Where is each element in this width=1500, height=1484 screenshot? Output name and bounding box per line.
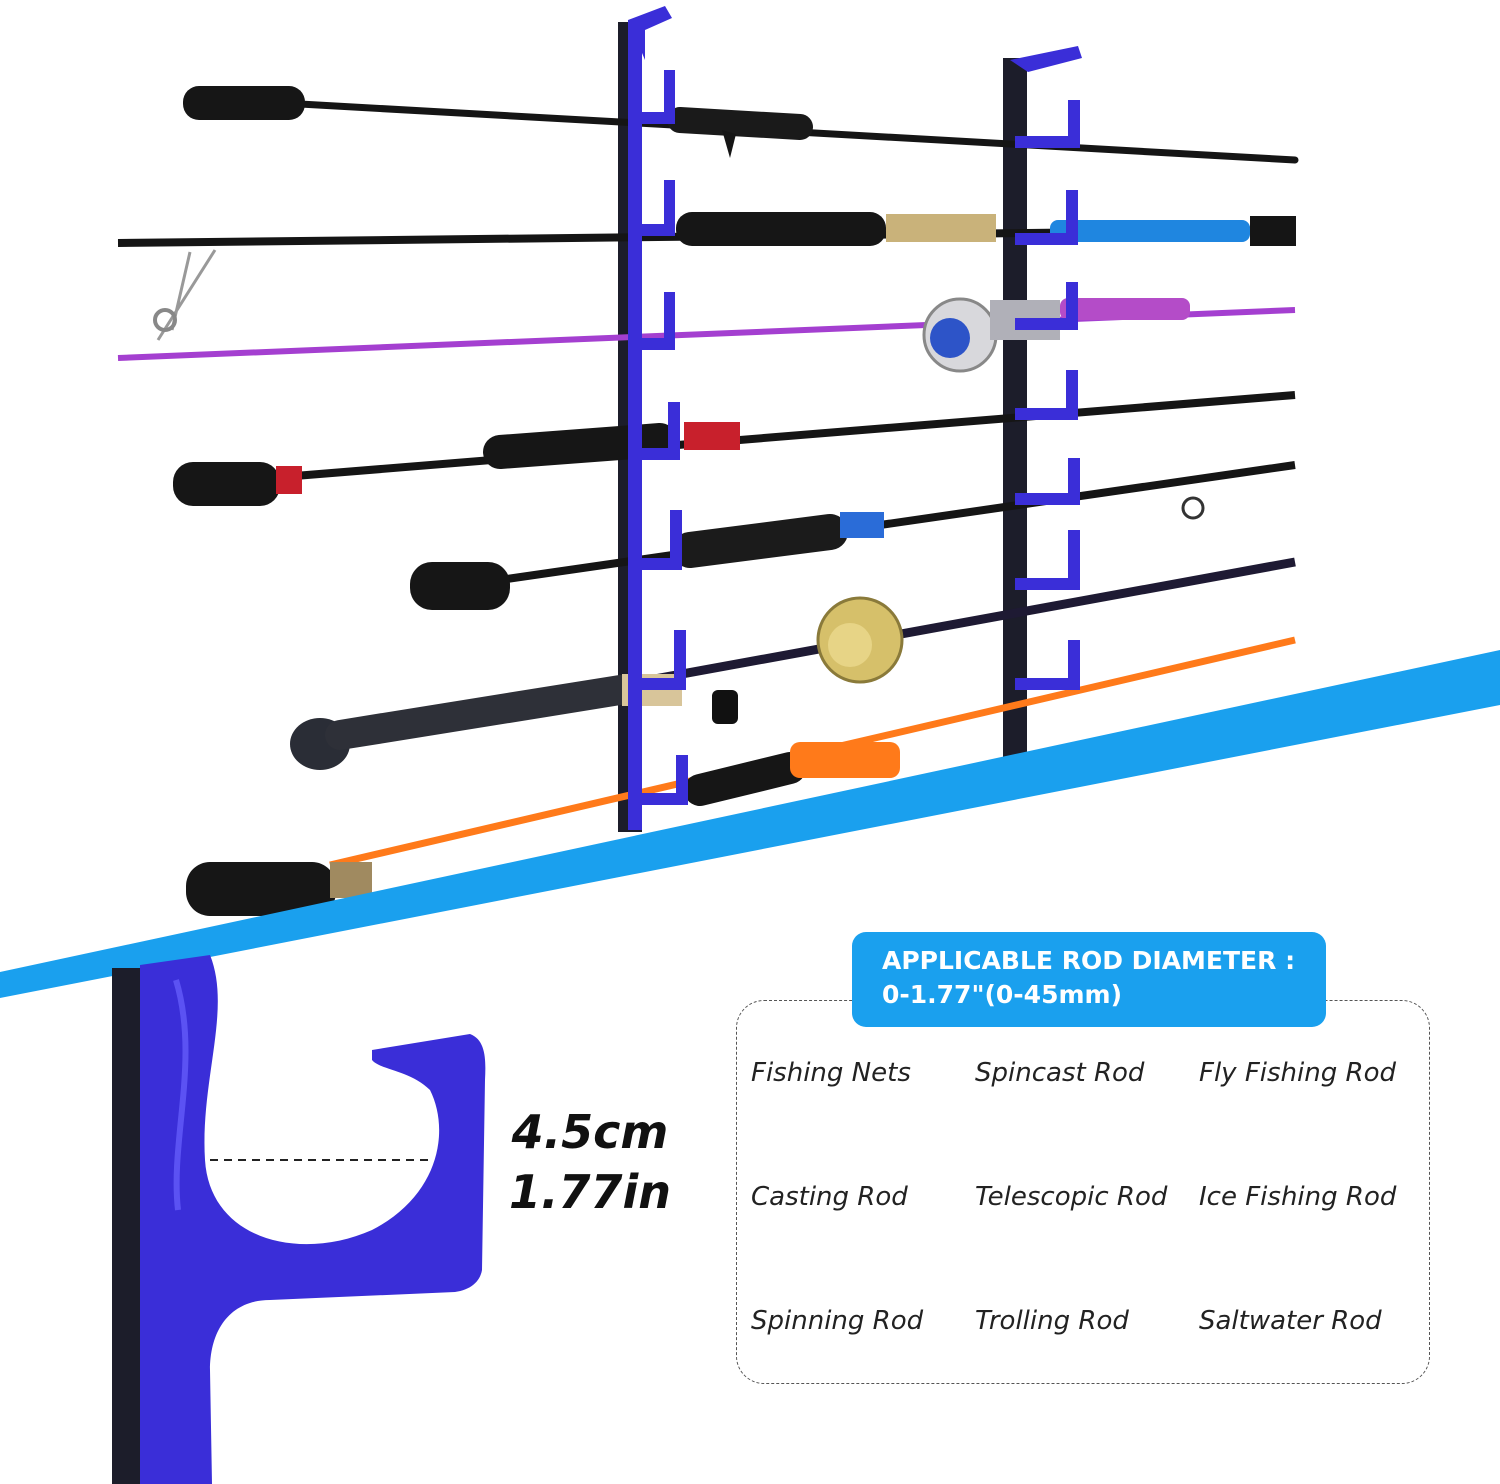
rod-type-item: Saltwater Rod bbox=[1199, 1306, 1382, 1336]
rod-7 bbox=[186, 636, 1296, 916]
rod-2 bbox=[117, 212, 1296, 341]
rod-3 bbox=[117, 297, 1296, 373]
accent-band bbox=[0, 650, 1500, 998]
rod-type-item: Fishing Nets bbox=[751, 1058, 911, 1088]
rod-type-item: Fly Fishing Rod bbox=[1199, 1058, 1396, 1088]
diameter-metric-label: 4.5cm bbox=[511, 1105, 669, 1159]
left-rail-hooks bbox=[628, 6, 688, 830]
right-rail-hooks bbox=[1010, 46, 1082, 690]
badge-range: 0-1.77"(0-45mm) bbox=[882, 980, 1122, 1009]
rod-type-item: Ice Fishing Rod bbox=[1199, 1182, 1397, 1212]
rod-diameter-badge: APPLICABLE ROD DIAMETER : 0-1.77"(0-45mm… bbox=[852, 932, 1326, 1027]
rod-type-item: Trolling Rod bbox=[975, 1306, 1129, 1336]
rod-6 bbox=[290, 557, 1296, 770]
rod-type-item: Spincast Rod bbox=[975, 1058, 1145, 1088]
diameter-imperial-label: 1.77in bbox=[508, 1165, 671, 1219]
rod-type-item: Spinning Rod bbox=[751, 1306, 924, 1336]
rod-type-item: Telescopic Rod bbox=[975, 1182, 1168, 1212]
fishing-rod-rack-photo-icon bbox=[117, 6, 1299, 916]
badge-title: APPLICABLE ROD DIAMETER : bbox=[882, 946, 1296, 975]
rod-holder-closeup-icon bbox=[112, 955, 486, 1484]
rod-1 bbox=[183, 86, 1299, 164]
rod-type-item: Casting Rod bbox=[751, 1182, 908, 1212]
